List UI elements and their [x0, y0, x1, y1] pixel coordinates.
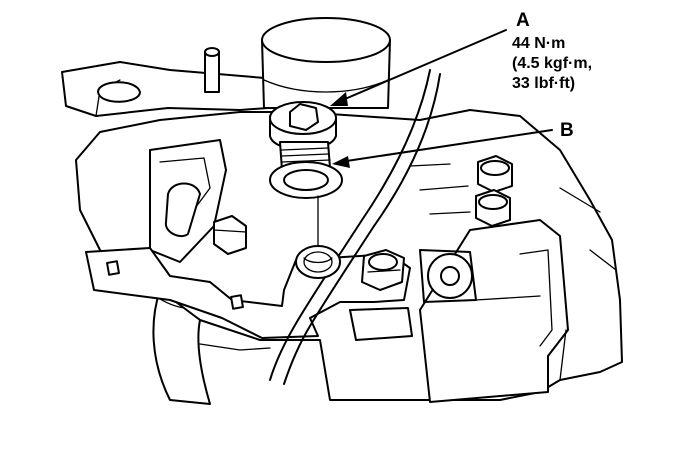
leader-line-a: [337, 29, 507, 103]
fitting-nut: [361, 249, 405, 291]
callout-a-letter: A: [516, 10, 530, 31]
arrowhead-b: [332, 156, 350, 168]
callout-a-torque-line2: (4.5 kgf·m,: [512, 55, 592, 72]
sealing-washer-b: [269, 161, 343, 199]
oil-line-pipe: [269, 69, 441, 385]
bolt-upper-right: [477, 155, 513, 193]
callout-a-torque-line3: 33 lbf·ft): [512, 75, 575, 92]
callout-a-torque-line1: 44 N·m: [512, 35, 565, 52]
callout-b-letter: B: [560, 120, 574, 141]
drain-hole: [295, 245, 341, 279]
leader-line-b: [339, 129, 553, 163]
hex-bolt-left: [213, 215, 247, 255]
bolt-lower-right: [475, 189, 511, 227]
arrowhead-a: [330, 92, 348, 106]
